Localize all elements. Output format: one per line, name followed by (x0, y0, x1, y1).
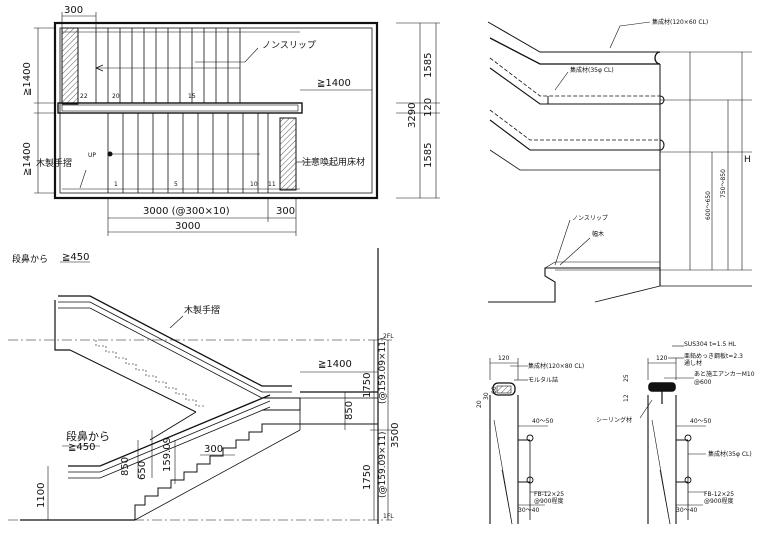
section-lower-handrail (68, 394, 271, 467)
plan-warning-floor-label: 注意喚起用床材 (302, 156, 365, 168)
detail-right-steel: 亜鉛めっき鋼板t=2.3 (684, 352, 743, 360)
section-from-nosing-bot: 段鼻から (66, 429, 110, 443)
plan-view (34, 12, 440, 236)
detail-top-glulam: 集成材(120×60 CL) (652, 18, 708, 26)
detail-right-cap (648, 382, 676, 392)
plan-step-5: 5 (174, 181, 178, 188)
plan-upper-treads (95, 28, 241, 103)
detail-top-glulam-round: 集成材(35φ CL) (570, 66, 614, 74)
detail-left-dim-40-50: 40〜50 (532, 418, 553, 425)
section-dim-650: 650 (137, 461, 148, 480)
plan-dim-total: 3000 (175, 221, 200, 232)
detail-right-dim-40-50: 40〜50 (690, 418, 711, 425)
detail-left-mortar: モルタル詰 (528, 376, 558, 384)
detail-right-sus: SUS304 t=1.5 HL (684, 341, 737, 348)
detail-left-glulam: 集成材(120×80 CL) (528, 362, 584, 370)
detail-left-fb: FB-12×25 (534, 491, 564, 498)
plan-step-11: 11 (268, 181, 276, 188)
section-dim-3500: 3500 (390, 423, 401, 448)
plan-dim-right-3: 1585 (423, 143, 434, 168)
plan-handrail-label: 木製手摺 (36, 157, 72, 169)
detail-right-glulam-round: 集成材(35φ CL) (708, 450, 752, 458)
section-dim-tread: 300 (204, 444, 223, 455)
section-landing-ge1400: ≧1400 (318, 359, 352, 370)
detail-top-dim-750-850: 750〜850 (720, 169, 727, 198)
detail-top-dim-600-650: 600〜650 (705, 191, 712, 220)
plan-nonslip-label: ノンスリップ (262, 40, 316, 51)
detail-top-h: H (744, 155, 751, 165)
detail-left-fb-pitch: @900程度 (534, 497, 563, 505)
section-dim-1750-bot: 1750 (362, 465, 373, 490)
plan-center-rail (57, 102, 303, 114)
section-dim-1750-top-note: (@159.09×11) (378, 337, 388, 404)
detail-left-dim-60: 60 (491, 386, 498, 394)
plan-dim-run-end: 300 (276, 206, 295, 217)
detail-left (489, 358, 548, 525)
detail-right-fb-pitch: @900程度 (704, 497, 733, 505)
section-1fl: 1FL (383, 513, 394, 520)
section-upper-handrail (58, 295, 292, 387)
plan-dim-landing: ≧1400 (317, 78, 351, 89)
section-dim-1750-top: 1750 (362, 373, 373, 398)
detail-left-dim-20: 20 (476, 400, 483, 408)
detail-left-w120: 120 (498, 355, 510, 362)
section-texts: 段鼻から ≧450 木製手摺 2FL 1FL ≧1400 1750 (@159.… (12, 252, 401, 520)
detail-right-anchor-pitch: @600 (694, 379, 712, 386)
detail-left-dim-30: 30 (483, 392, 490, 400)
detail-right-dim-12: 12 (623, 394, 630, 402)
section-dim-riser: 159.09 (162, 437, 173, 472)
detail-right-dim-25: 25 (623, 374, 630, 382)
section-view (8, 248, 392, 524)
detail-top-skirting: 幅木 (592, 230, 604, 238)
detail-left-texts: 120 集成材(120×80 CL) モルタル詰 20 30 60 40〜50 … (476, 355, 584, 514)
plan-step-1: 1 (114, 181, 118, 188)
section-dim-850: 850 (120, 457, 131, 476)
plan-dim-top: 300 (64, 5, 83, 16)
plan-center-rail-inner (61, 104, 299, 112)
plan-up-label: UP (88, 152, 96, 159)
plan-lower-treads (107, 113, 269, 193)
detail-top-nonslip: ノンスリップ (572, 215, 608, 222)
detail-right-w120: 120 (656, 355, 668, 362)
detail-top (487, 21, 752, 303)
detail-right-fb: FB-12×25 (704, 491, 734, 498)
plan-hatch-lower (279, 117, 297, 191)
section-2fl: 2FL (383, 333, 394, 340)
detail-right-sealing: シーリング材 (596, 416, 632, 424)
plan-dim-right-1: 1585 (423, 53, 434, 78)
plan-hatch-upper (61, 27, 79, 105)
detail-left-cap (492, 382, 516, 396)
detail-right (639, 345, 706, 525)
plan-dim-right-2: 120 (423, 98, 434, 117)
plan-dim-left-lower: ≧1400 (22, 142, 33, 176)
detail-right-steel2: 通し材 (684, 359, 702, 367)
plan-dim-left-upper: ≧1400 (22, 62, 33, 96)
section-dim-1750-bot-note: (@159.09×11) (378, 431, 388, 498)
section-ge450-bot: ≧450 (68, 442, 95, 453)
plan-step-22: 22 (80, 93, 88, 100)
plan-dim-run: 3000 (@300×10) (143, 206, 230, 217)
detail-right-texts: SUS304 t=1.5 HL 亜鉛めっき鋼板t=2.3 通し材 あと施工アンカ… (596, 341, 755, 514)
plan-step-20: 20 (112, 93, 120, 100)
plan-outer-wall (53, 21, 379, 200)
section-ge450-top: ≧450 (62, 252, 89, 263)
detail-left-dim-30-40: 30〜40 (518, 507, 539, 514)
detail-right-dim-30-40: 30〜40 (676, 507, 697, 514)
detail-top-texts: 集成材(120×60 CL) 集成材(35φ CL) ノンスリップ 幅木 H 7… (570, 18, 751, 238)
plan-texts: 300 ≧1400 ≧1400 ≧1400 ノンスリップ 木製手摺 注意喚起用床… (22, 5, 434, 232)
plan-step-10: 10 (250, 181, 258, 188)
plan-step-15: 15 (188, 93, 196, 100)
section-lower-steps (134, 423, 300, 520)
section-from-nosing-top: 段鼻から (12, 253, 48, 265)
section-handrail-label: 木製手摺 (184, 304, 220, 316)
section-dim-1100: 1100 (36, 483, 47, 508)
detail-right-anchor: あと施工アンカーM10 (694, 370, 755, 378)
plan-walk-start (107, 151, 113, 157)
section-dim-850-landing: 850 (344, 401, 355, 420)
plan-dim-right-total: 3290 (407, 103, 418, 128)
